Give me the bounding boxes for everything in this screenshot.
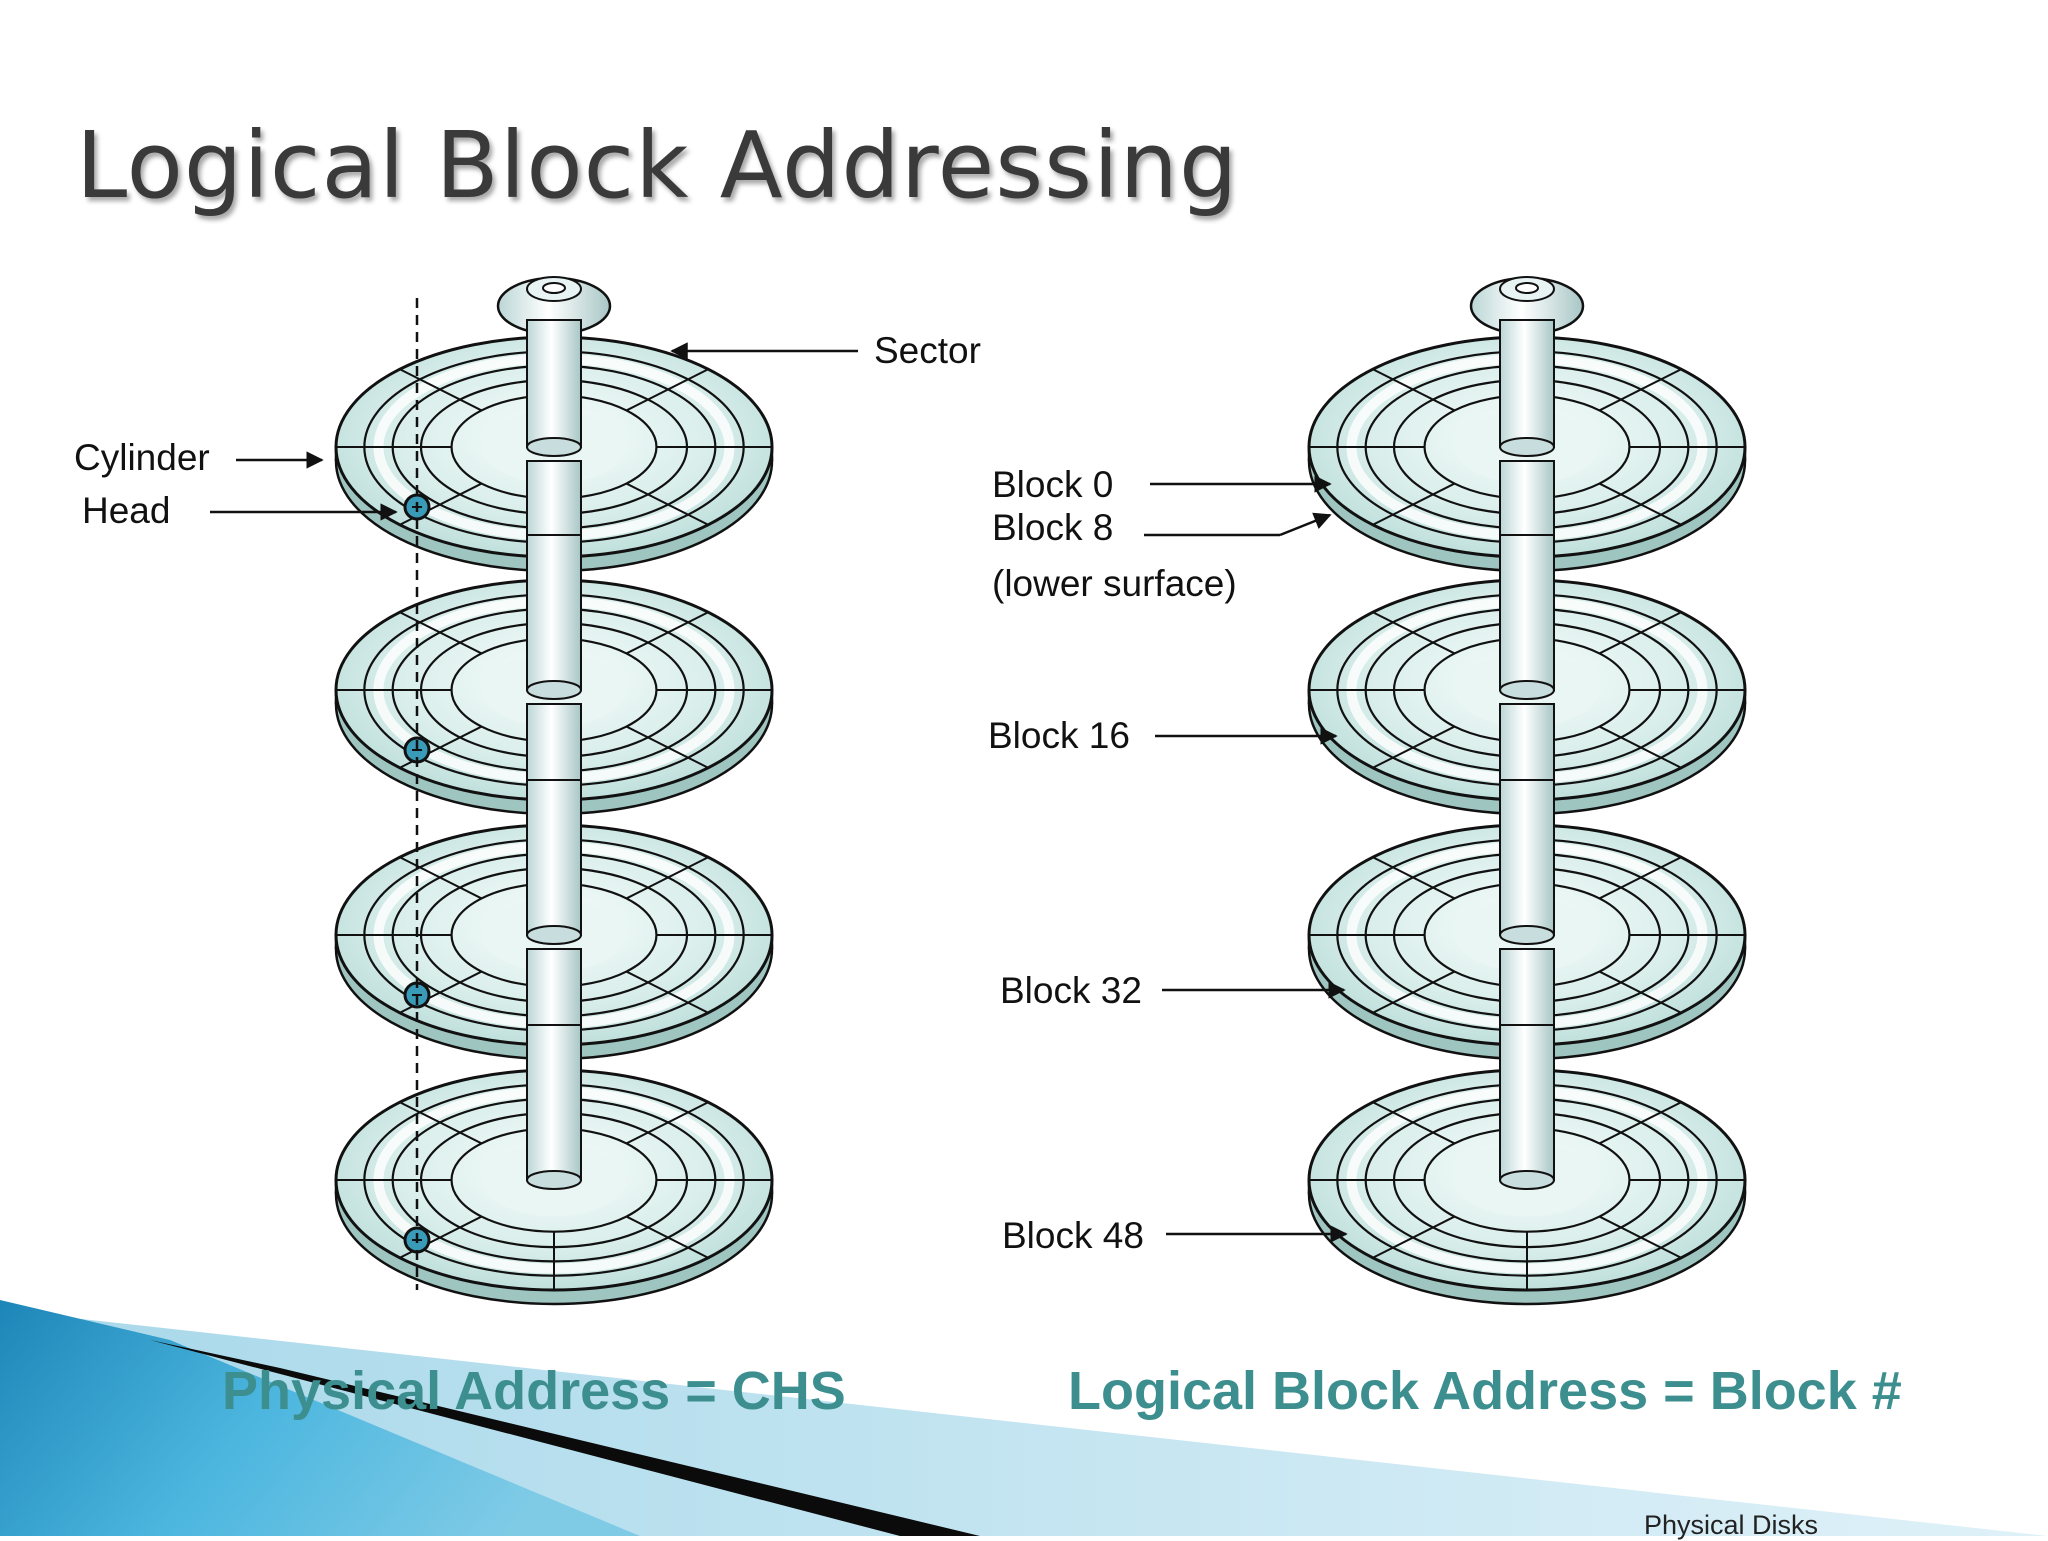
sector-line bbox=[1598, 856, 1682, 900]
sector-line bbox=[625, 1101, 709, 1145]
footer-text: Physical Disks bbox=[1644, 1510, 1819, 1540]
spindle-base bbox=[1499, 925, 1555, 945]
spindle-base bbox=[1499, 1170, 1555, 1190]
blue-wedge bbox=[0, 1300, 640, 1536]
spindle-through bbox=[1499, 319, 1555, 448]
sector-line bbox=[625, 1215, 709, 1259]
spindle-base bbox=[526, 925, 582, 945]
sector-line bbox=[1598, 970, 1682, 1014]
sector-line bbox=[399, 611, 483, 655]
sector-line bbox=[1598, 368, 1682, 412]
sector-line bbox=[1372, 368, 1456, 412]
sector-line bbox=[1598, 611, 1682, 655]
platter bbox=[1307, 1024, 1747, 1306]
sector-line bbox=[1372, 1101, 1456, 1145]
sector-line bbox=[399, 1101, 483, 1145]
spindle-base bbox=[1499, 437, 1555, 457]
spindle-through bbox=[1499, 779, 1555, 936]
sector-line bbox=[625, 368, 709, 412]
platter bbox=[334, 1024, 774, 1306]
platter bbox=[1307, 319, 1747, 573]
spindle-through bbox=[526, 534, 582, 691]
sector-line bbox=[399, 368, 483, 412]
lower-surface-label: (lower surface) bbox=[992, 563, 1237, 604]
platter bbox=[334, 319, 774, 573]
logical-address-caption: Logical Block Address = Block # bbox=[1068, 1361, 1902, 1421]
sector-line bbox=[1598, 725, 1682, 769]
left-platter-stack bbox=[334, 276, 774, 1306]
spindle-through bbox=[1499, 534, 1555, 691]
label-arrows bbox=[210, 342, 1348, 1243]
sector-line bbox=[625, 725, 709, 769]
sector-line bbox=[625, 856, 709, 900]
spindle-cap-hole bbox=[1515, 282, 1539, 294]
sector-line bbox=[1598, 1101, 1682, 1145]
physical-address-caption: Physical Address = CHS bbox=[222, 1361, 846, 1421]
block-48-label: Block 48 bbox=[1002, 1215, 1144, 1256]
spindle-base bbox=[1499, 680, 1555, 700]
block-0-label: Block 0 bbox=[992, 464, 1114, 505]
cylinder-label: Cylinder bbox=[74, 437, 210, 478]
sector-line bbox=[1372, 970, 1456, 1014]
sector-line bbox=[1372, 856, 1456, 900]
light-blue-wedge bbox=[0, 1310, 2048, 1536]
platter bbox=[334, 534, 774, 816]
sector-line bbox=[625, 482, 709, 526]
sector-line bbox=[1372, 725, 1456, 769]
sector-line bbox=[1372, 482, 1456, 526]
block-16-label: Block 16 bbox=[988, 715, 1130, 756]
head-label: Head bbox=[82, 490, 171, 531]
black-wedge bbox=[150, 1340, 980, 1536]
spindle-through bbox=[526, 319, 582, 448]
sector-line bbox=[399, 856, 483, 900]
spindle-base bbox=[526, 1170, 582, 1190]
spindle-base bbox=[526, 437, 582, 457]
spindle-cap-hole bbox=[542, 282, 566, 294]
spindle-through bbox=[1499, 1024, 1555, 1181]
spindle-base bbox=[526, 680, 582, 700]
block-8-arrow bbox=[1279, 512, 1332, 537]
right-platter-stack bbox=[1307, 276, 1747, 1306]
slide-title: Logical Block Addressing bbox=[76, 112, 1239, 219]
block-32-label: Block 32 bbox=[1000, 970, 1142, 1011]
sector-line bbox=[1598, 1215, 1682, 1259]
block-8-label: Block 8 bbox=[992, 507, 1114, 548]
sector-line bbox=[1372, 611, 1456, 655]
sector-line bbox=[625, 611, 709, 655]
spindle-through bbox=[526, 1024, 582, 1181]
sector-line bbox=[1598, 482, 1682, 526]
sector-line bbox=[625, 970, 709, 1014]
sector-label: Sector bbox=[874, 330, 981, 371]
sector-line bbox=[1372, 1215, 1456, 1259]
spindle-through bbox=[526, 779, 582, 936]
